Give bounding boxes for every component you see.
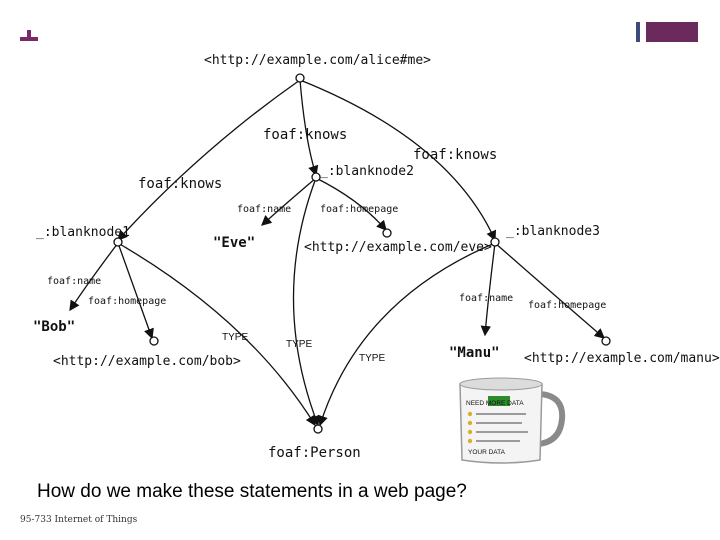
edge-alice-blanknode1 (117, 79, 301, 241)
blanknode1-label: _:blanknode1 (36, 225, 130, 240)
edge-blanknode2-eveuri (315, 177, 387, 231)
edge-blanknode1-boburi (117, 242, 154, 340)
edge-label-eve-name: foaf:name (237, 204, 291, 215)
mug-text-bottom: YOUR DATA (468, 449, 506, 456)
person-label: foaf:Person (268, 445, 361, 461)
edge-alice-blanknode2 (299, 79, 319, 177)
slide-caption: How do we make these statements in a web… (37, 481, 467, 502)
node-eve-uri (382, 228, 392, 238)
data-mug-image: NEED MORE DATA YOUR DATA (459, 377, 566, 464)
node-bob-uri (149, 336, 159, 346)
node-blanknode2 (311, 172, 321, 182)
node-blanknode1 (113, 237, 123, 247)
manu-uri-label: <http://example.com/manu> (524, 351, 720, 366)
blanknode2-label: _:blanknode2 (320, 164, 414, 179)
eve-literal: "Eve" (213, 235, 255, 251)
edge-blanknode3-person (317, 242, 496, 427)
edge-label-knows-left: foaf:knows (138, 176, 222, 192)
eve-uri-label: <http://example.com/eve> (304, 240, 492, 255)
edge-blanknode3-manuuri (494, 242, 605, 339)
edge-label-knows-right: foaf:knows (413, 147, 497, 163)
edge-label-type-manu: TYPE (359, 353, 385, 364)
header-accent-block (646, 22, 698, 42)
bob-literal: "Bob" (33, 319, 75, 335)
edge-blanknode1-person (117, 242, 316, 427)
slide-footer: 95-733 Internet of Things (20, 515, 138, 525)
node-alice (295, 73, 305, 83)
node-blanknode3 (490, 237, 500, 247)
edge-label-type-bob: TYPE (222, 332, 248, 343)
edge-label-bob-name: foaf:name (47, 276, 101, 287)
edge-blanknode3-manu (480, 242, 496, 337)
edge-label-bob-homepage: foaf:homepage (88, 296, 166, 307)
alice-uri-label: <http://example.com/alice#me> (204, 53, 431, 68)
edge-alice-blanknode3 (299, 79, 497, 242)
edge-label-type-eve: TYPE (286, 339, 312, 350)
edge-blanknode2-eve (261, 177, 317, 226)
header-accent-strip (636, 22, 640, 42)
edge-blanknode2-person (292, 177, 320, 427)
mug-text-top: NEED MORE DATA (466, 400, 524, 407)
node-manu-uri (601, 336, 611, 346)
manu-literal: "Manu" (449, 345, 500, 361)
node-person (313, 424, 323, 434)
plus-icon (20, 30, 38, 42)
edge-label-manu-name: foaf:name (459, 293, 513, 304)
blanknode3-label: _:blanknode3 (506, 224, 600, 239)
edge-label-knows-center: foaf:knows (263, 127, 347, 143)
edge-label-manu-homepage: foaf:homepage (528, 300, 606, 311)
edge-label-eve-homepage: foaf:homepage (320, 204, 398, 215)
edge-blanknode1-bob (69, 242, 119, 312)
bob-uri-label: <http://example.com/bob> (53, 354, 241, 369)
